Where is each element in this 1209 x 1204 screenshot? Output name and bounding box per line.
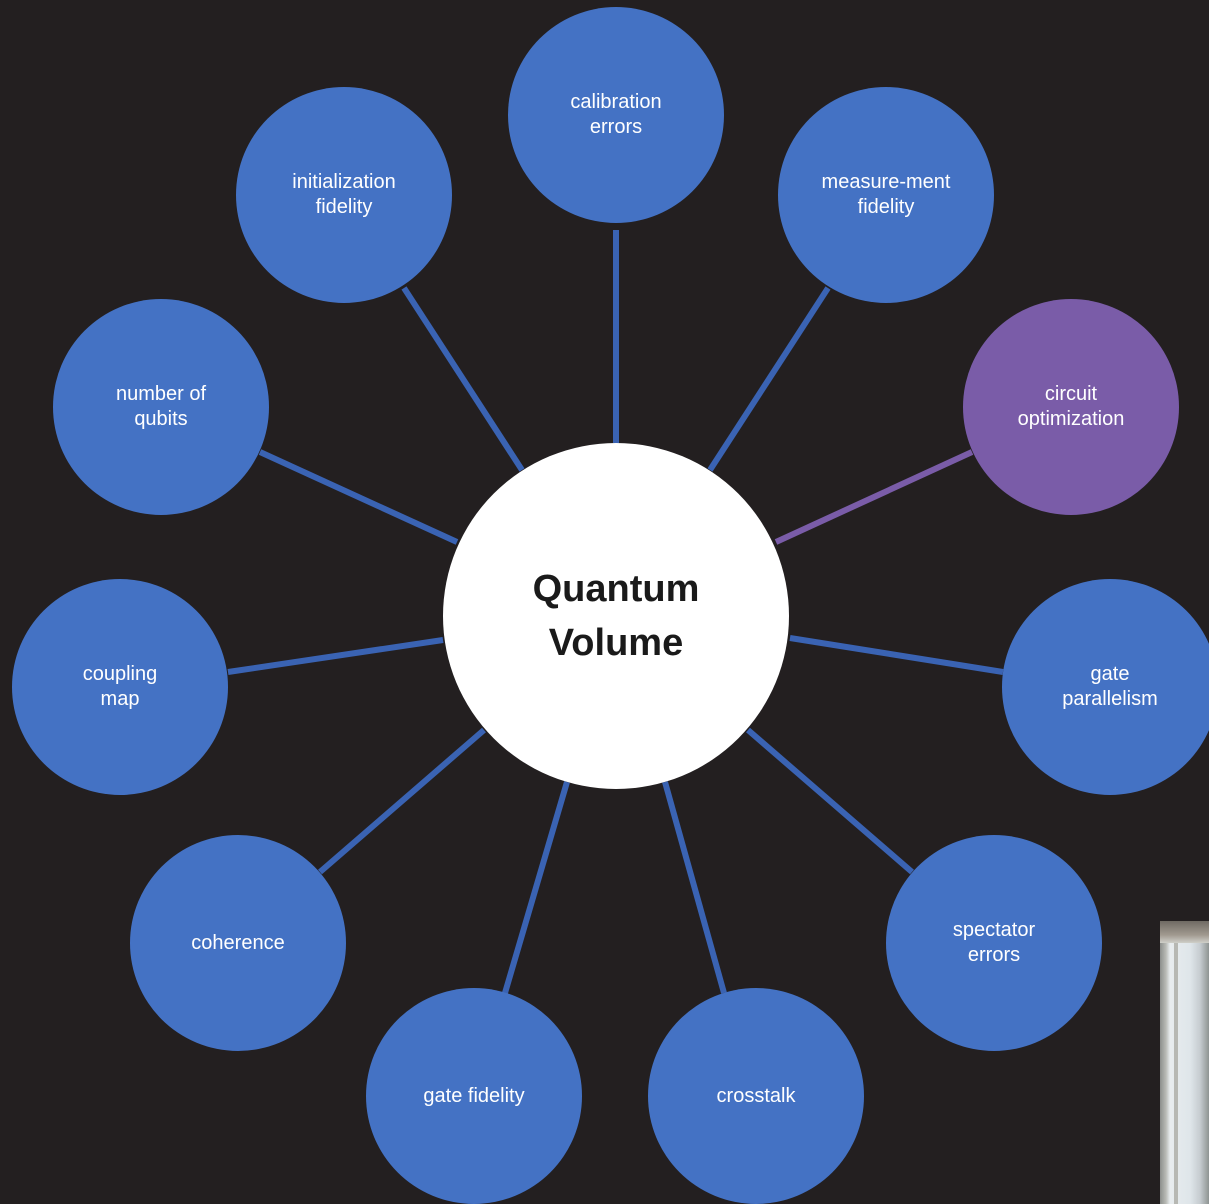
node-measurement-fidelity: measure-ment fidelity	[778, 87, 994, 303]
node-label: circuit optimization	[1017, 383, 1125, 430]
node-label: coupling map	[82, 663, 158, 710]
node-label: coherence	[191, 931, 285, 954]
node-initialization-fidelity: initialization fidelity	[236, 87, 452, 303]
node-number-of-qubits: number of qubits	[53, 299, 269, 515]
spoke-spectator-errors	[746, 727, 914, 875]
node-calibration-errors: calibration errors	[508, 7, 724, 223]
node-label: initialization fidelity	[292, 171, 396, 218]
spoke-coherence	[318, 727, 486, 875]
node-label: measure-ment fidelity	[821, 171, 951, 218]
window-photo-fragment	[1160, 921, 1209, 1204]
spoke-measurement-fidelity	[707, 286, 831, 472]
node-label: calibration errors	[570, 91, 662, 138]
node-label: number of qubits	[115, 383, 207, 430]
node-crosstalk: crosstalk	[648, 988, 864, 1204]
spoke-circuit-optimization	[774, 449, 974, 545]
node-spectator-errors: spectator errors	[886, 835, 1102, 1051]
spoke-number-of-qubits	[258, 449, 459, 545]
center-label: Quantum Volume	[532, 568, 700, 664]
node-label: spectator errors	[952, 919, 1036, 966]
node-label: crosstalk	[716, 1084, 796, 1107]
center-node: Quantum Volume	[443, 443, 789, 789]
window-frame-top	[1160, 921, 1209, 943]
node-circuit-optimization: circuit optimization	[963, 299, 1179, 515]
spoke-gate-parallelism	[789, 635, 1004, 675]
node-label: gate fidelity	[423, 1084, 525, 1107]
node-coherence: coherence	[130, 835, 346, 1051]
node-label: gate parallelism	[1062, 663, 1158, 710]
node-coupling-map: coupling map	[12, 579, 228, 795]
spoke-coupling-map	[227, 637, 444, 675]
spoke-crosstalk	[662, 781, 727, 994]
node-gate-fidelity: gate fidelity	[366, 988, 582, 1204]
spoke-initialization-fidelity	[401, 286, 525, 472]
node-gate-parallelism: gate parallelism	[1002, 579, 1209, 795]
window-frame-bar	[1174, 943, 1178, 1204]
spoke-gate-fidelity	[502, 781, 570, 994]
